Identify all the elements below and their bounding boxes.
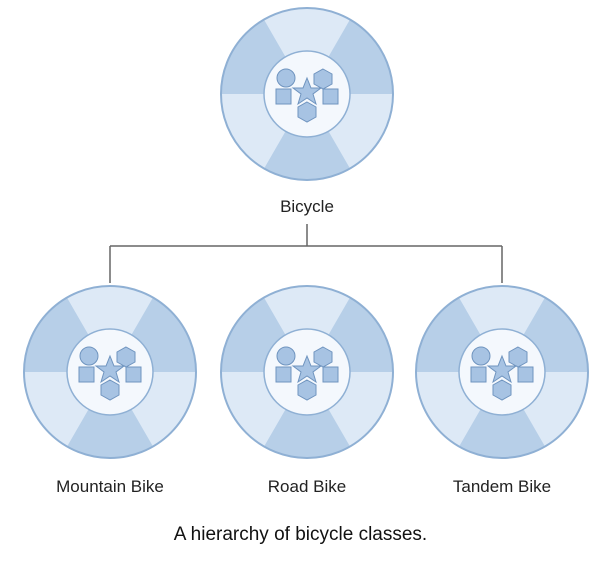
class-label-mountain-bike: Mountain Bike bbox=[56, 477, 164, 496]
class-node-road-bike: Road Bike bbox=[220, 284, 394, 496]
object-wheel-icon bbox=[220, 6, 394, 182]
figure-caption: A hierarchy of bicycle classes. bbox=[173, 524, 428, 545]
class-node-mountain-bike: Mountain Bike bbox=[23, 284, 197, 496]
object-wheel-icon bbox=[415, 284, 589, 460]
object-wheel-icon bbox=[23, 284, 197, 460]
connector-lines bbox=[109, 224, 503, 283]
class-label-bicycle: Bicycle bbox=[280, 197, 334, 216]
class-node-bicycle: Bicycle bbox=[220, 6, 394, 216]
class-label-road-bike: Road Bike bbox=[268, 477, 346, 496]
object-wheel-icon bbox=[220, 284, 394, 460]
class-node-tandem-bike: Tandem Bike bbox=[415, 284, 589, 496]
class-label-tandem-bike: Tandem Bike bbox=[453, 477, 551, 496]
